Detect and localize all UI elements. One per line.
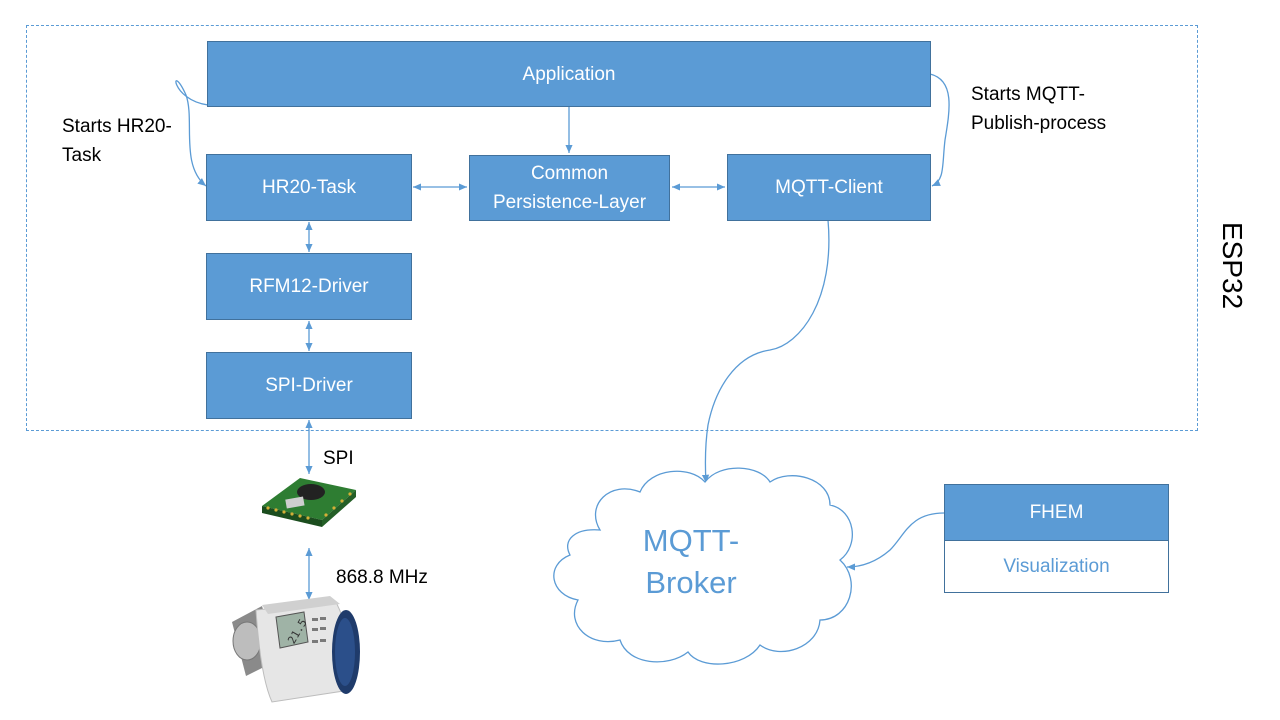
broker-cloud	[553, 467, 853, 665]
hr20-task-label: HR20-Task	[262, 177, 356, 198]
hr20-thermostat-image: 21.5	[232, 596, 360, 703]
visualization-block: Visualization	[944, 540, 1169, 593]
spi-driver-label: SPI-Driver	[265, 375, 353, 396]
persistence-layer-block: Common Persistence-Layer	[469, 155, 670, 221]
rfm12-driver-block: RFM12-Driver	[206, 253, 412, 320]
mqtt-to-broker-curve	[701, 219, 830, 484]
starts-hr20-line2: Task	[62, 145, 102, 166]
mqtt-client-label: MQTT-Client	[775, 177, 883, 198]
application-block: Application	[207, 41, 931, 107]
starts-mqtt-line1: Starts MQTT-	[971, 84, 1085, 105]
spi-bus-label: SPI	[323, 448, 354, 469]
application-label: Application	[522, 63, 616, 85]
hr20-task-block: HR20-Task	[206, 154, 412, 221]
visualization-label: Visualization	[1003, 555, 1110, 577]
broker-label: MQTT- Broker	[600, 520, 782, 604]
app-to-hr20-curve	[175, 80, 209, 187]
app-to-mqtt-curve	[929, 73, 950, 187]
rfm12-driver-label: RFM12-Driver	[249, 276, 369, 297]
spi-driver-block: SPI-Driver	[206, 352, 412, 419]
fhem-to-broker-curve	[846, 512, 945, 571]
rfm12-module-image	[262, 478, 356, 527]
starts-hr20-annotation: Starts HR20- Task	[62, 112, 172, 170]
persistence-label-line1: Common	[530, 163, 609, 184]
persistence-label-line2: Persistence-Layer	[492, 192, 647, 213]
starts-mqtt-annotation: Starts MQTT- Publish-process	[971, 80, 1106, 138]
broker-label-line1: MQTT-	[642, 523, 740, 558]
esp32-boundary	[26, 25, 1198, 431]
starts-hr20-line1: Starts HR20-	[62, 116, 172, 137]
starts-mqtt-line2: Publish-process	[971, 113, 1107, 134]
broker-label-line2: Broker	[645, 565, 737, 600]
mqtt-client-block: MQTT-Client	[727, 154, 931, 221]
fhem-label: FHEM	[1029, 502, 1084, 523]
frequency-label: 868.8 MHz	[336, 567, 428, 588]
fhem-block: FHEM	[944, 484, 1169, 541]
